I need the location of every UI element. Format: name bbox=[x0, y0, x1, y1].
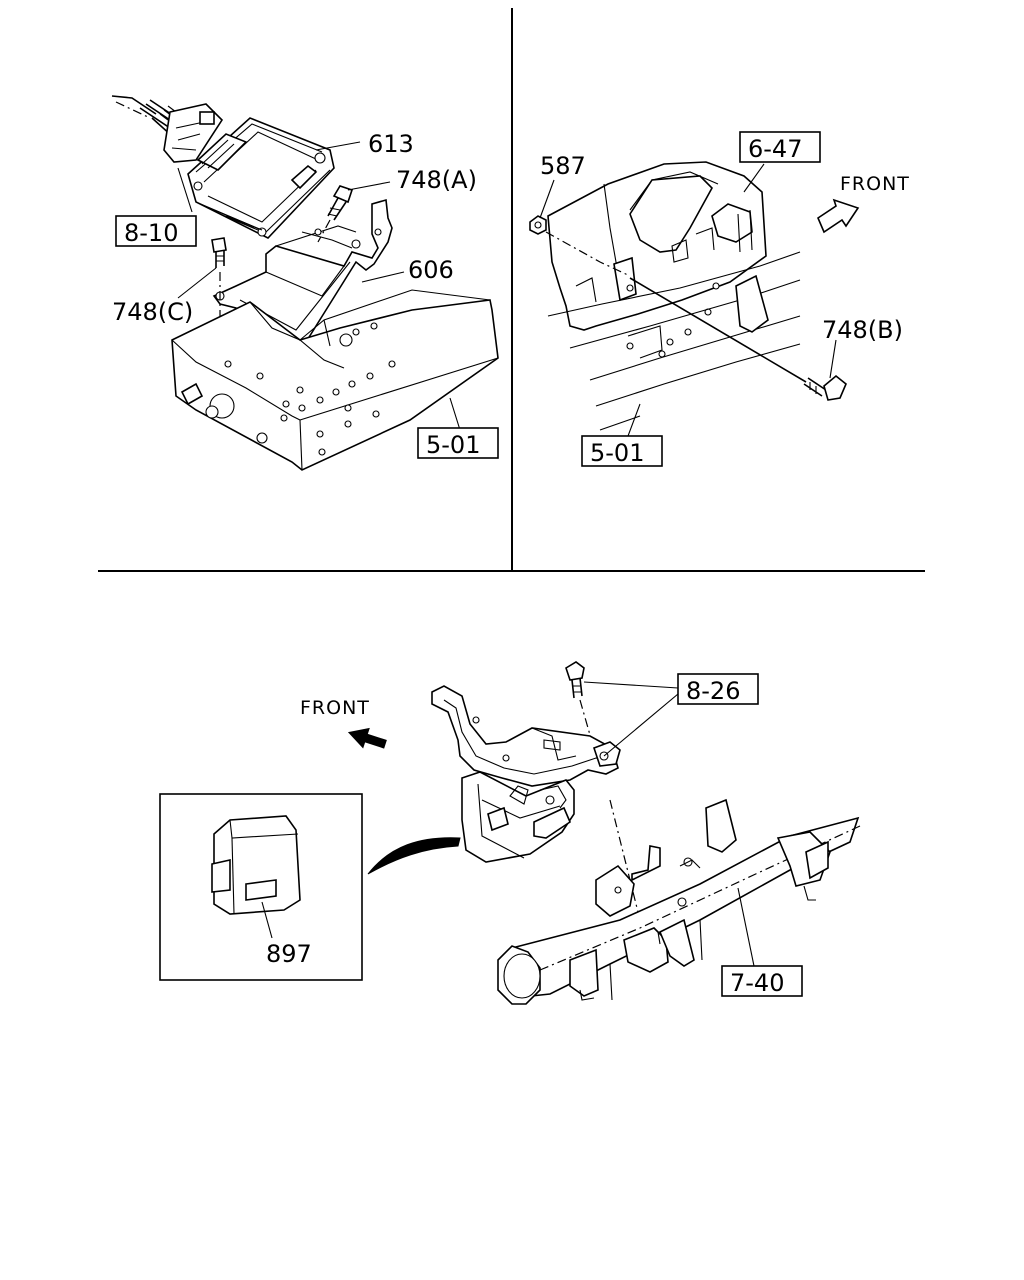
bolt-748a bbox=[327, 185, 354, 221]
leaders-bottom bbox=[583, 681, 755, 967]
callout-897: 897 bbox=[266, 940, 312, 968]
callout-748b: 748(B) bbox=[822, 316, 903, 344]
bolt-748c bbox=[211, 237, 227, 268]
ref-box-5-01-left bbox=[417, 427, 499, 459]
chassis-frame-left bbox=[171, 289, 499, 471]
inset-pointer bbox=[367, 837, 461, 875]
module-897 bbox=[211, 815, 301, 939]
ref-box-6-47 bbox=[739, 131, 821, 163]
panel-top-left: 613 748(A) 606 748(C) 8-10 5-01 bbox=[111, 95, 499, 471]
front-arrow-right bbox=[817, 198, 860, 234]
callout-587: 587 bbox=[540, 152, 586, 180]
ref-box-8-10 bbox=[115, 215, 197, 247]
bolt-748b bbox=[803, 374, 847, 401]
panel-top-right: 587 748(B) FRONT 6-47 5-01 bbox=[529, 131, 910, 467]
ref-7-40: 7-40 bbox=[730, 969, 784, 997]
nut-587-guide bbox=[545, 231, 631, 277]
ref-8-26: 8-26 bbox=[686, 677, 740, 705]
bolt-748b-guide bbox=[629, 277, 807, 383]
ref-6-47: 6-47 bbox=[748, 135, 802, 163]
callout-613: 613 bbox=[368, 130, 414, 158]
callout-748a: 748(A) bbox=[396, 166, 477, 194]
ref-5-01-right: 5-01 bbox=[590, 439, 644, 467]
leaders-top-left bbox=[177, 141, 461, 431]
module-bracket bbox=[431, 685, 621, 787]
ref-8-10: 8-10 bbox=[124, 219, 178, 247]
wire-harness bbox=[111, 95, 187, 137]
nut-587 bbox=[529, 215, 547, 235]
bolt-748a-guide bbox=[317, 219, 331, 243]
harness-connector bbox=[163, 103, 224, 163]
panel-bottom: FRONT bbox=[159, 661, 861, 1005]
ref-box-8-26 bbox=[677, 673, 759, 705]
front-arrow-bottom bbox=[347, 727, 387, 749]
leaders-top-right bbox=[539, 163, 837, 437]
callout-606: 606 bbox=[408, 256, 454, 284]
ref-5-01-left: 5-01 bbox=[426, 431, 480, 459]
module-body bbox=[461, 771, 575, 863]
chassis-frame-right bbox=[547, 251, 801, 431]
ecu-unit bbox=[187, 117, 335, 239]
callout-748c: 748(C) bbox=[112, 298, 193, 326]
ref-box-5-01-right bbox=[581, 435, 663, 467]
ref-box-7-40 bbox=[721, 965, 803, 997]
crossmember-tube bbox=[497, 798, 861, 1005]
front-label-right: FRONT bbox=[840, 173, 910, 195]
front-label-bottom: FRONT bbox=[300, 697, 370, 719]
cab-cover bbox=[547, 161, 767, 331]
bolt-8-26 bbox=[565, 661, 585, 699]
